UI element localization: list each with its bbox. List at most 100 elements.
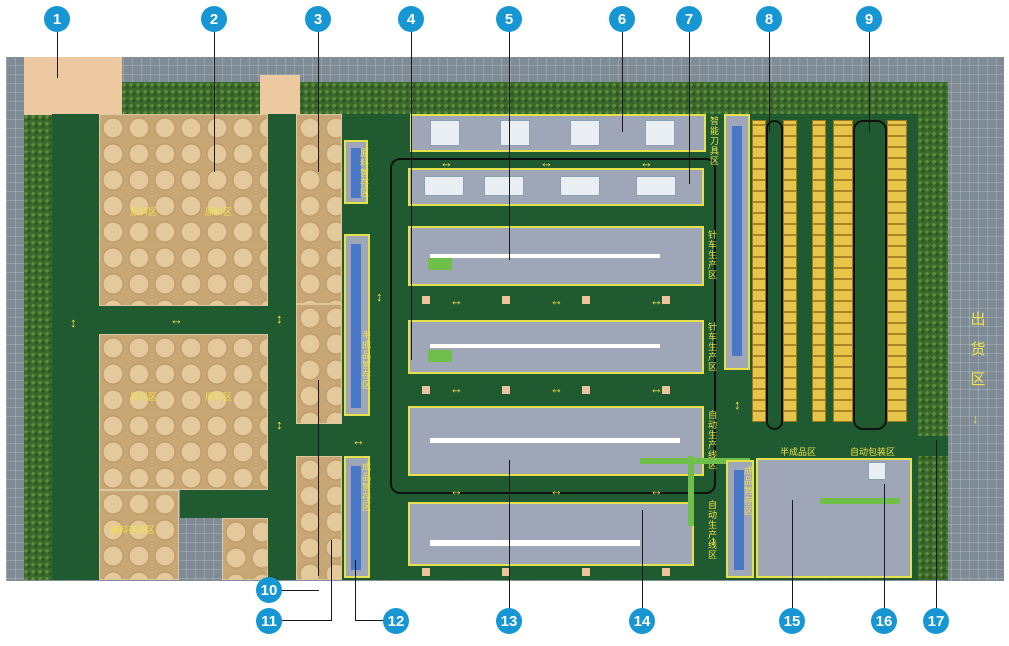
dir-arrow: ↔ [450,483,463,498]
marker-5: 5 [496,6,522,32]
marker-17: 17 [923,608,949,634]
warehouse-1 [344,140,368,204]
marker-4: 4 [398,6,424,32]
leader-elbow-12 [355,620,383,621]
knitting-station-1 [428,258,452,270]
auto-line-area-2 [408,502,694,566]
yard-label-b: 原料区 [205,207,233,217]
pillar [422,386,430,394]
leader-elbow-10 [282,590,319,591]
marker-15: 15 [779,608,805,634]
smart-tool-label: 智能刀具区 [709,116,719,166]
dir-arrow: ↕ [710,533,717,548]
marker-3: 3 [305,6,331,32]
leader-line-6 [622,32,623,132]
leader-line-13 [509,460,510,610]
knitting-line-2 [430,344,660,348]
dir-arrow: ↔ [550,381,563,396]
knitting-1-label: 针车生产区 [707,230,717,280]
pillar [582,568,590,576]
warehouse-2-label: 半成品暂存区 [361,330,371,390]
marker-11: 11 [256,608,282,634]
leader-line-3 [318,32,319,172]
marker-10: 10 [256,577,282,603]
pillar [582,296,590,304]
dir-arrow: ↕ [70,315,77,330]
marker-8: 8 [756,6,782,32]
shelf-3 [812,120,826,422]
strip-yard-mid [296,304,342,424]
cutting-machine-4 [636,176,676,196]
shelf-4 [833,120,853,422]
dir-arrow: ↔ [640,155,653,170]
leader-line-8 [769,32,770,132]
leader-line-12 [355,560,356,620]
pack-machine [868,462,886,480]
semi-label: 半成品区 [780,447,817,457]
leader-elbow-11 [282,620,332,621]
outbound-label: 出货区 [970,311,986,388]
raw-material-yard-b [99,334,268,490]
dir-arrow: ↔ [650,381,663,396]
dir-arrow: ↕ [734,397,741,412]
auto-line-feed [688,456,694,526]
shelf-1 [752,120,766,422]
marker-6: 6 [609,6,635,32]
warehouse-1-label: 原料暂存区 [359,148,369,198]
main-road-left [52,114,99,580]
dir-arrow: ↔ [650,293,663,308]
leader-line-16 [884,484,885,610]
shelf-2 [783,120,797,422]
yard-label-a: 原料区 [130,207,158,217]
strip-yard-bottom [296,456,342,580]
pillar [502,296,510,304]
leader-line-10 [318,380,319,576]
cutting-machine-1 [424,176,464,196]
leader-line-15 [792,500,793,610]
dir-arrow: ↔ [352,433,365,448]
lawn-left [24,114,52,580]
warehouse-3-label: 成品暂存区 [361,462,371,512]
dir-arrow: ↔ [550,483,563,498]
knitting-line-1 [430,254,660,258]
leader-line-11 [331,540,332,620]
knitting-2-label: 针车生产区 [707,322,717,372]
auto-line-feed-h [640,458,750,464]
pillar [662,296,670,304]
yard-label-c: 原料区 [130,392,158,402]
marker-16: 16 [871,608,897,634]
gate-pad [260,75,300,115]
dir-arrow: ↔ [540,155,553,170]
road-vertical-2 [268,114,296,580]
road-to-outbound [740,436,948,456]
warehouse-3 [344,456,370,578]
dir-arrow: ↔ [650,483,663,498]
cutting-machine-2 [484,176,524,196]
auto-line-conveyor-2 [430,540,640,546]
leader-line-4 [411,32,412,360]
entrance-sand-area [24,57,122,115]
yard-label-e: 辅料存放区 [110,525,156,535]
finished-storage [726,460,754,578]
pillar [582,386,590,394]
road-horizontal-mid [52,306,296,334]
dir-arrow: ↕ [276,311,283,326]
marker-2: 2 [201,6,227,32]
tool-machine-4 [645,120,675,146]
tool-machine-3 [570,120,600,146]
strip-yard-top [296,114,342,304]
agv-track-loop [390,158,716,494]
leader-line-1 [57,32,58,78]
cutting-machine-3 [560,176,600,196]
dir-arrow: ↔ [450,293,463,308]
dir-arrow: ↕ [276,417,283,432]
knitting-station-2 [428,350,452,362]
auto-pack-label: 自动包装区 [850,447,896,457]
marker-7: 7 [676,6,702,32]
pillar [502,568,510,576]
leader-line-17 [936,440,937,610]
warehouse-2 [344,234,370,416]
dir-arrow: ↔ [440,155,453,170]
yard-inner-road [180,490,268,518]
lawn-top [122,82,948,114]
